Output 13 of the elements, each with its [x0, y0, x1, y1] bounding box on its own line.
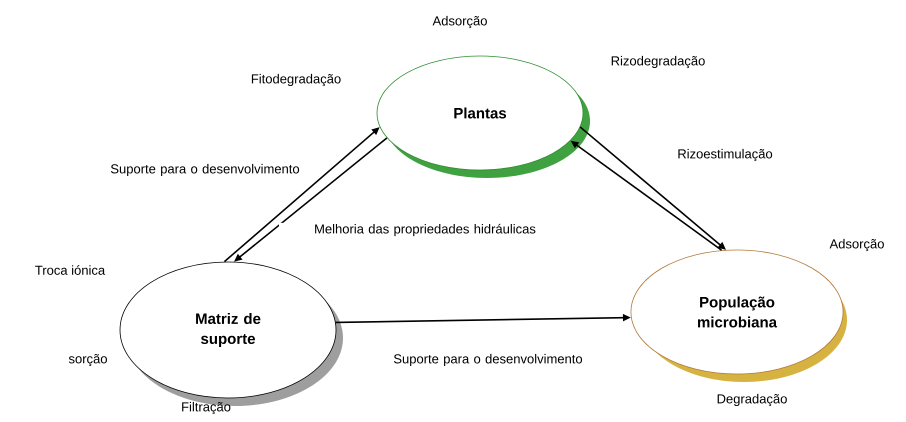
beside-label: Fitodegradação — [252, 74, 341, 86]
ellipse-node: Plantas — [376, 56, 590, 178]
beside-label: Adsorção — [432, 16, 487, 28]
edge-label: Suporte para o desenvolvimento — [394, 354, 582, 366]
beside-label: Degradação — [718, 394, 787, 406]
edge-label: Melhoria das propriedades hidráulicas — [315, 224, 536, 236]
beside-label: Troca iónica — [35, 265, 106, 275]
beside-label: Adsorção — [830, 238, 884, 252]
ellipse-node: População microbiana — [630, 250, 847, 382]
beside-label: Rizodegradação — [612, 56, 705, 68]
beside-label: sorção — [68, 354, 107, 366]
edge-label: Rizoestimulação — [678, 148, 772, 162]
edge-label: Suporte para o desenvolvimento — [110, 164, 300, 176]
